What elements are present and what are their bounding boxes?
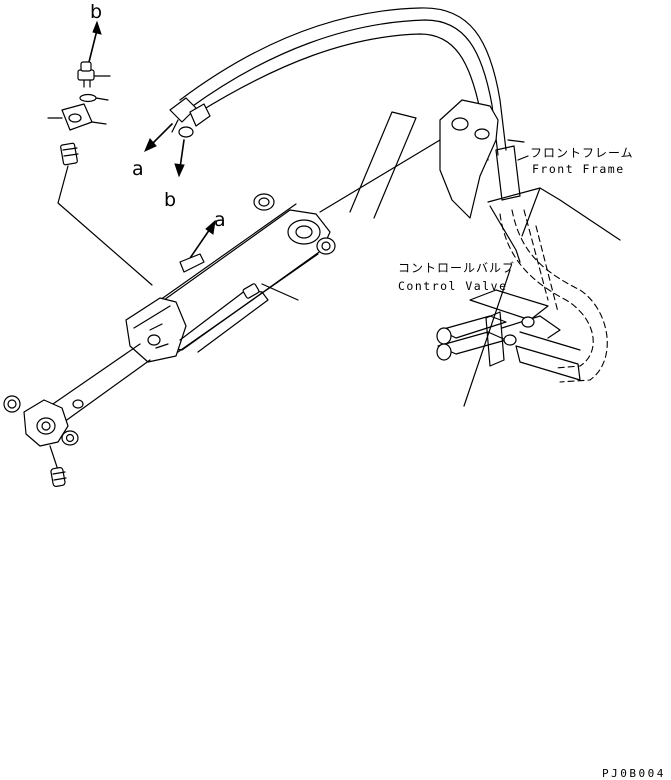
label-a-cylinder: a	[214, 209, 226, 231]
frame-bracket	[439, 99, 499, 219]
leader-line-2	[95, 97, 109, 101]
hose-end-left	[169, 97, 211, 138]
callout-control-valve: コントロールバルブ Control Valve	[398, 260, 515, 407]
hydraulic-cylinder	[3, 193, 336, 488]
cylinder-gland	[125, 297, 187, 363]
front-frame-jp: フロントフレーム	[530, 146, 634, 160]
grease-nipple-rod	[50, 466, 66, 488]
leader-cylinder	[261, 283, 299, 301]
grease-nipple-top	[77, 61, 95, 88]
front-frame	[319, 99, 621, 263]
label-a-upper: a	[132, 158, 144, 180]
label-b-top: b	[90, 1, 102, 23]
adapter-plate	[47, 103, 107, 131]
hose-assembly	[169, 7, 507, 161]
hose-second	[195, 33, 489, 161]
arrow-b-head	[92, 20, 102, 35]
frame-body-side	[489, 205, 521, 263]
leader-elbow-to-cylinder	[57, 165, 153, 286]
cylinder-to-frame-line	[319, 139, 441, 213]
rod-top-edge	[49, 343, 141, 407]
elbow-fitting	[60, 142, 79, 166]
hose-inner	[189, 19, 499, 156]
fitting-stack-b: b	[47, 1, 153, 286]
label-b-lower: b	[164, 189, 176, 211]
cylinder-tube	[179, 289, 269, 353]
control-valve	[436, 289, 581, 381]
drawing-code: PJ0B004	[602, 767, 666, 780]
rod-bottom-edge	[63, 359, 151, 423]
leader-control-valve	[463, 269, 511, 407]
frame-body-top	[487, 187, 621, 241]
o-ring-1	[79, 93, 97, 103]
control-valve-jp: コントロールバルブ	[398, 260, 515, 275]
arrow-a-cylinder: a	[179, 209, 226, 273]
arrow-b-shaft	[88, 29, 98, 63]
arrow-b-lower: b	[164, 139, 185, 211]
control-valve-en: Control Valve	[398, 279, 508, 293]
arrow-a-upper: a	[132, 123, 173, 180]
hose-outer	[179, 7, 507, 151]
hose-clamp	[495, 145, 521, 201]
callout-front-frame: フロントフレーム Front Frame	[517, 146, 634, 176]
frame-strut	[349, 111, 417, 219]
front-frame-en: Front Frame	[532, 162, 625, 176]
dashed-hose-routes	[499, 209, 608, 383]
